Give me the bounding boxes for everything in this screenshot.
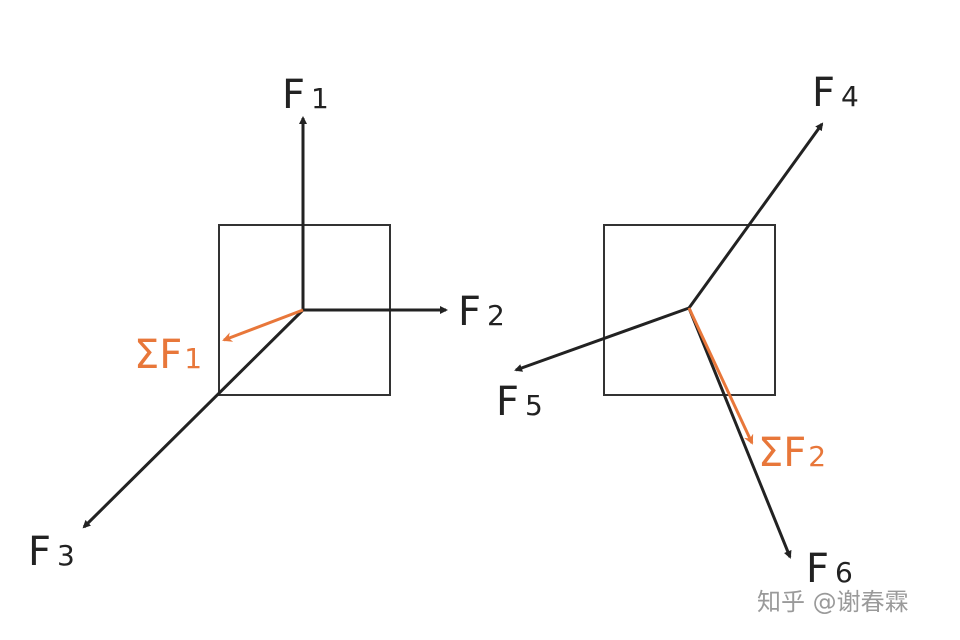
force-arrow-f6 [687, 307, 792, 559]
label-resultant-1: ΣF1 [134, 332, 202, 378]
force-arrow-f5 [514, 306, 690, 372]
force-arrow-f4 [687, 122, 824, 309]
right-box [603, 224, 776, 396]
force-arrow-f3 [82, 308, 305, 529]
resultant-arrow-1 [222, 308, 304, 342]
resultant-arrow-2 [687, 307, 754, 445]
label-resultant-2: ΣF2 [758, 430, 826, 476]
watermark: 知乎 @谢春霖 [757, 588, 909, 616]
